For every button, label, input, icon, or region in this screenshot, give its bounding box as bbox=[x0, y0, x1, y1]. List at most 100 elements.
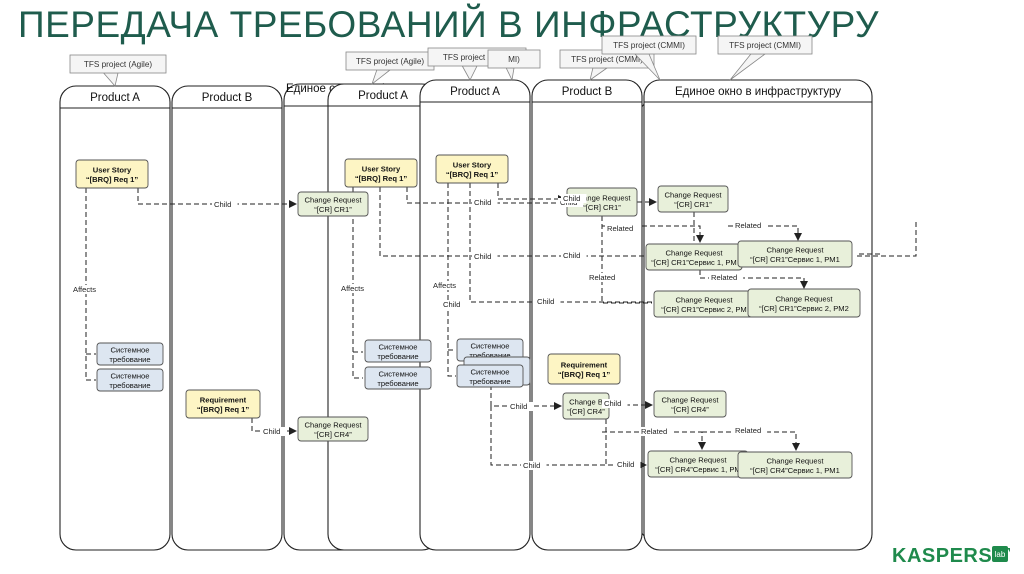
work-item-text: “[CR] CR1”Сервис 1, PM bbox=[651, 258, 737, 267]
svg-text:Child: Child bbox=[563, 251, 580, 260]
work-item-text: “[CR] CR4” bbox=[567, 407, 605, 416]
work-item-text: Системное bbox=[471, 367, 510, 376]
svg-text:Related: Related bbox=[735, 221, 761, 230]
work-item-text: “[CR] CR1”Сервис 1, PM1 bbox=[750, 255, 840, 264]
svg-text:Child: Child bbox=[474, 252, 491, 261]
work-item-text: Change Request bbox=[767, 245, 825, 254]
edge-label-child: Child bbox=[615, 460, 641, 469]
work-item-text: требование bbox=[377, 352, 418, 361]
edge-label-child: Child bbox=[212, 200, 238, 209]
work-item-text: “[CR] CR1”Сервис 2, PM bbox=[661, 305, 747, 314]
connector-25 bbox=[854, 222, 917, 257]
work-item-green-5: Change Request“[CR] CR1” bbox=[297, 191, 369, 217]
connector-2 bbox=[85, 188, 96, 381]
swimlane-header-5: Product A bbox=[450, 86, 500, 98]
connector-1 bbox=[137, 188, 297, 208]
connector-10 bbox=[447, 183, 456, 377]
work-item-green-20: Change Request“[CR] CR1”Сервис 2, PM bbox=[653, 290, 755, 318]
tfs-project-callout-4: MI) bbox=[487, 49, 541, 82]
edge-label-child: Child bbox=[535, 297, 561, 306]
edge-label-related: Related bbox=[587, 273, 622, 282]
edge-label-child: Child bbox=[508, 402, 534, 411]
work-item-text: Change B bbox=[569, 397, 603, 406]
work-item-text: “[CR] CR4”Сервис 1, PM1 bbox=[750, 466, 840, 475]
edge-label-related: Related bbox=[733, 221, 768, 230]
work-item-text: требование bbox=[377, 379, 418, 388]
work-item-yellow-10: User Story“[BRQ] Req 1” bbox=[435, 154, 509, 184]
tfs-project-callout-6: TFS project (CMMI) bbox=[601, 35, 697, 81]
work-item-text: “[BRQ] Req 1” bbox=[558, 370, 611, 379]
swimlane-header-7: Единое окно в инфраструктуру bbox=[675, 86, 841, 98]
work-item-text: “[CR] CR1” bbox=[674, 200, 712, 209]
work-item-text: “[CR] CR4” bbox=[314, 430, 352, 439]
work-item-text: Change Request bbox=[676, 295, 734, 304]
work-item-yellow-1: User Story“[BRQ] Req 1” bbox=[75, 159, 149, 189]
svg-text:Related: Related bbox=[589, 273, 615, 282]
connector-12 bbox=[469, 183, 652, 303]
work-item-text: Change Request bbox=[662, 395, 720, 404]
connector-16 bbox=[601, 216, 652, 304]
work-item-text: “[BRQ] Req 1” bbox=[446, 170, 499, 179]
edge-label-child: Child bbox=[441, 300, 467, 309]
work-item-text: “[BRQ] Req 1” bbox=[355, 174, 408, 183]
edge-label-related: Related bbox=[733, 426, 768, 435]
svg-text:MI): MI) bbox=[508, 55, 520, 64]
svg-text:Affects: Affects bbox=[433, 281, 456, 290]
logo-text: KASPERSKY bbox=[892, 545, 1010, 567]
work-item-text: Requirement bbox=[561, 360, 608, 369]
edge-label-child: Child bbox=[261, 427, 287, 436]
edge-label-related: Related bbox=[709, 273, 744, 282]
work-item-text: требование bbox=[109, 355, 150, 364]
swimlane-6: Product B bbox=[531, 79, 643, 551]
connector-24 bbox=[702, 431, 800, 451]
edge-label-child: Child bbox=[521, 461, 547, 470]
swimlane-5: Product A bbox=[419, 79, 531, 551]
edge-label-child: Child bbox=[561, 194, 587, 203]
work-item-yellow-4: Requirement“[BRQ] Req 1” bbox=[185, 389, 261, 419]
svg-text:Child: Child bbox=[563, 194, 580, 203]
connector-8 bbox=[379, 187, 644, 257]
work-item-text: User Story bbox=[362, 164, 401, 173]
svg-text:TFS project (Agile): TFS project (Agile) bbox=[84, 60, 153, 69]
work-item-text: Системное bbox=[111, 371, 150, 380]
svg-text:Affects: Affects bbox=[73, 285, 96, 294]
edge-label-child: Child bbox=[561, 251, 587, 260]
svg-text:Affects: Affects bbox=[341, 284, 364, 293]
edge-label-affects: Affects bbox=[71, 285, 106, 294]
svg-text:Related: Related bbox=[607, 224, 633, 233]
swimlane-2: Product B bbox=[171, 85, 283, 551]
svg-text:Child: Child bbox=[263, 427, 280, 436]
logo-suffix: lab bbox=[995, 550, 1006, 559]
work-item-text: “[BRQ] Req 1” bbox=[86, 175, 139, 184]
svg-text:Child: Child bbox=[523, 461, 540, 470]
work-item-text: Requirement bbox=[200, 395, 247, 404]
work-item-green-21: Change Request“[CR] CR1”Сервис 2, PM2 bbox=[747, 288, 861, 318]
work-item-text: Change Request bbox=[665, 190, 723, 199]
svg-text:TFS project (CMMI): TFS project (CMMI) bbox=[613, 41, 685, 50]
tfs-project-callout-1: TFS project (Agile) bbox=[69, 54, 167, 87]
tfs-project-callout-2: TFS project (Agile) bbox=[345, 51, 435, 86]
swimlane-header-1: Product A bbox=[90, 92, 140, 104]
svg-text:TFS project (CMMI): TFS project (CMMI) bbox=[729, 41, 801, 50]
svg-text:Child: Child bbox=[510, 402, 527, 411]
svg-text:Related: Related bbox=[711, 273, 737, 282]
edge-label-child: Child bbox=[472, 252, 498, 261]
swimlane-header-4: Product A bbox=[358, 90, 408, 102]
svg-text:Child: Child bbox=[604, 399, 621, 408]
work-item-text: Системное bbox=[111, 345, 150, 354]
work-item-yellow-7: User Story“[BRQ] Req 1” bbox=[344, 158, 418, 188]
work-item-green-18: Change Request“[CR] CR1”Сервис 1, PM bbox=[645, 243, 743, 271]
work-item-green-24: Change Request“[CR] CR4”Сервис 1, PM1 bbox=[737, 451, 853, 479]
svg-text:TFS project (CMMI): TFS project (CMMI) bbox=[571, 55, 643, 64]
work-item-text: Change Request bbox=[666, 248, 724, 257]
svg-text:TFS project (Agile): TFS project (Agile) bbox=[443, 53, 512, 62]
kaspersky-logo: KASPERSKY lab bbox=[892, 540, 1021, 568]
work-item-text: “[CR] CR4” bbox=[671, 405, 709, 414]
svg-text:Child: Child bbox=[474, 198, 491, 207]
work-item-green-23: Change Request“[CR] CR4”Сервис 1, PM bbox=[647, 450, 749, 478]
connector-14 bbox=[490, 406, 647, 469]
